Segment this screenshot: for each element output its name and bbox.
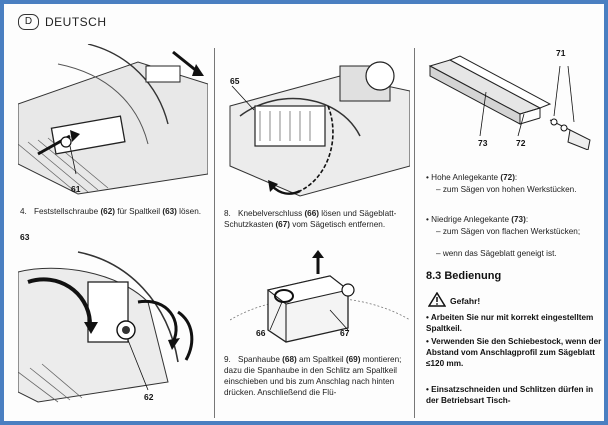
step-8: 8.Knebelverschluss (66) lösen und Sägebl…: [224, 209, 397, 229]
warning-item-3: • Einsatzschneiden und Schlitzen dürfen …: [426, 385, 594, 405]
callout-66: 66: [256, 328, 266, 338]
warning-label: Gefahr!: [450, 296, 481, 306]
callout-72: 72: [516, 138, 526, 148]
callout-61: 61: [71, 184, 81, 194]
step-9: 9.Spanhaube (68) am Spaltkeil (69) monti…: [224, 355, 402, 397]
bullet-high-fence: • Hohe Anlegekante (72):: [426, 173, 518, 182]
language-badge: D: [18, 14, 39, 30]
column-divider: [214, 48, 215, 418]
illustration-blade-guard: [220, 46, 410, 206]
warning-item-2: • Verwenden Sie den Schiebestock, wenn d…: [426, 337, 602, 368]
bullet-high-fence-sub: – zum Sägen von hohen Werkstücken.: [436, 185, 577, 194]
bullet-low-fence-sub-2: – wenn das Sägeblatt geneigt ist.: [436, 249, 557, 258]
illustration-wedge-screw: [18, 44, 208, 202]
bullet-low-fence-sub-1: – zum Sägen von flachen Werkstücken;: [436, 227, 581, 236]
illustration-fence-profile: [420, 46, 600, 150]
warning-item-1: • Arbeiten Sie nur mit korrekt eingestel…: [426, 313, 594, 333]
illustration-guard-removal: [230, 250, 410, 346]
callout-65: 65: [230, 76, 240, 86]
page-header: D DEUTSCH: [18, 14, 107, 30]
warning-triangle-icon: [428, 292, 446, 307]
callout-67: 67: [340, 328, 350, 338]
callout-63: 63: [20, 232, 30, 242]
section-title: 8.3 Bedienung: [426, 270, 502, 282]
language-label: DEUTSCH: [45, 15, 107, 29]
callout-62: 62: [144, 392, 154, 402]
callout-71: 71: [556, 48, 566, 58]
bullet-low-fence: • Niedrige Anlegekante (73):: [426, 215, 529, 224]
step-4: 4.Feststellschraube (62) für Spaltkeil (…: [20, 207, 202, 216]
callout-73: 73: [478, 138, 488, 148]
column-divider: [414, 48, 415, 418]
illustration-screw-release: [18, 242, 208, 412]
